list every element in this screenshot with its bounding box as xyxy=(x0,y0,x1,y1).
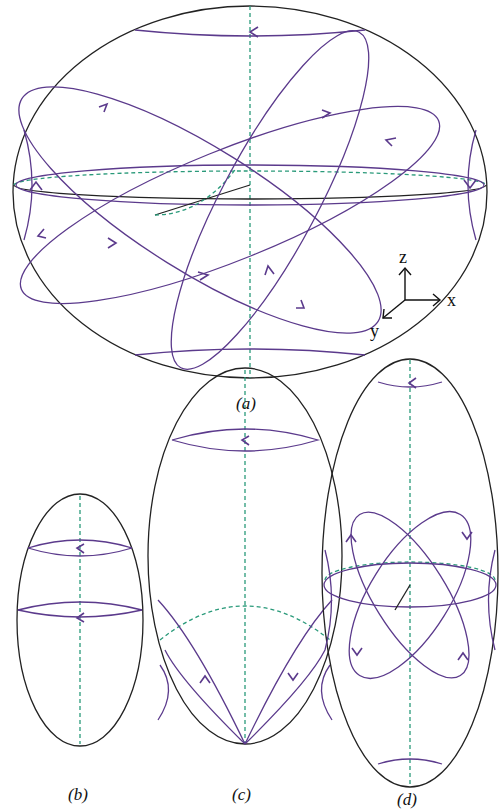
panel-label: (c) xyxy=(232,786,251,803)
axis-label: z xyxy=(399,248,407,266)
panel-label: (b) xyxy=(68,786,88,803)
panel-label: (a) xyxy=(236,395,256,412)
panel-label: (d) xyxy=(397,791,417,808)
axis-label: y xyxy=(370,322,379,340)
axis-label: x xyxy=(447,291,456,309)
